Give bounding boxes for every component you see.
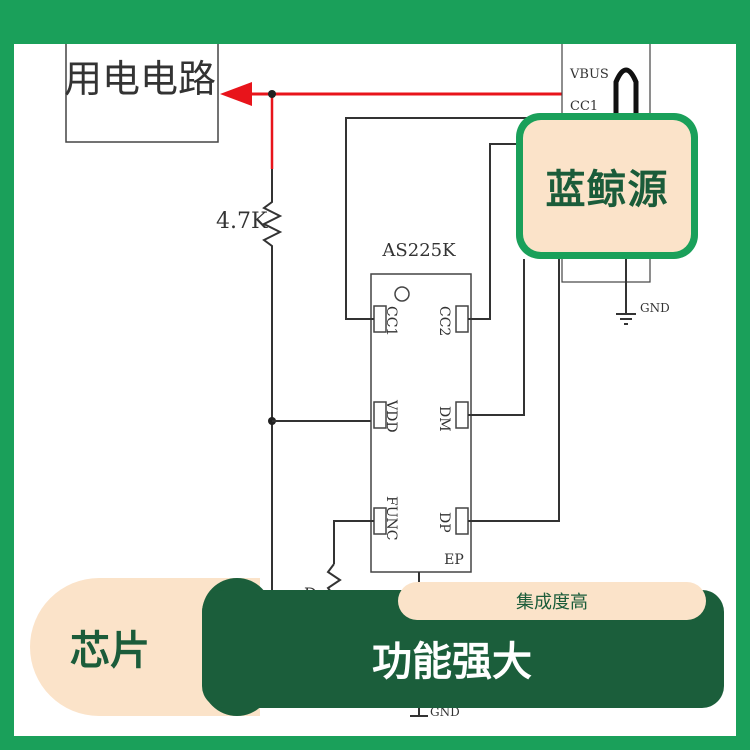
pin1-marker [394,286,410,302]
pin-box [455,507,469,535]
banner-pill: 集成度高 [398,582,706,620]
load-label: 用电电路 [64,57,216,101]
pin-func-label: FUNC [383,496,399,540]
pin-box [455,305,469,333]
ep-label: EP [444,552,464,568]
connector-vbus-label: VBUS [569,67,609,82]
brand-card: 蓝鲸源 [516,113,698,259]
wire-dm [468,259,525,416]
connector-cc1-label: CC1 [570,99,598,114]
chip-body [370,273,472,573]
wire-cc2 [468,143,534,320]
load-box [65,44,219,143]
pin-dp-label: DP [436,512,452,533]
resistor-symbol [261,194,283,254]
brand-name: 蓝鲸源 [545,167,669,213]
usb-connector-shape [613,67,639,114]
pin-cc1-label: CC1 [383,306,399,336]
wire-func [333,520,374,564]
gnd-label: GND [640,301,670,315]
pin-vdd-label: VDD [383,399,399,433]
gnd-label-bottom: GND [430,705,460,719]
pin-cc2-label: CC2 [436,306,452,336]
banner-left-label: 芯片 [70,628,150,674]
pin-box [373,401,387,429]
junction-dot [268,90,276,98]
pin-dm-label: DM [436,406,452,432]
arrow-icon [220,82,252,106]
brand-card-inner: 蓝鲸源 [523,120,691,252]
banner-main-label: 功能强大 [372,639,532,685]
wire-dp [468,259,560,522]
chip-label: AS225K [381,240,456,261]
resistor-label: 4.7K [216,209,268,234]
pin-box [455,401,469,429]
wire-cc1 [345,117,534,320]
